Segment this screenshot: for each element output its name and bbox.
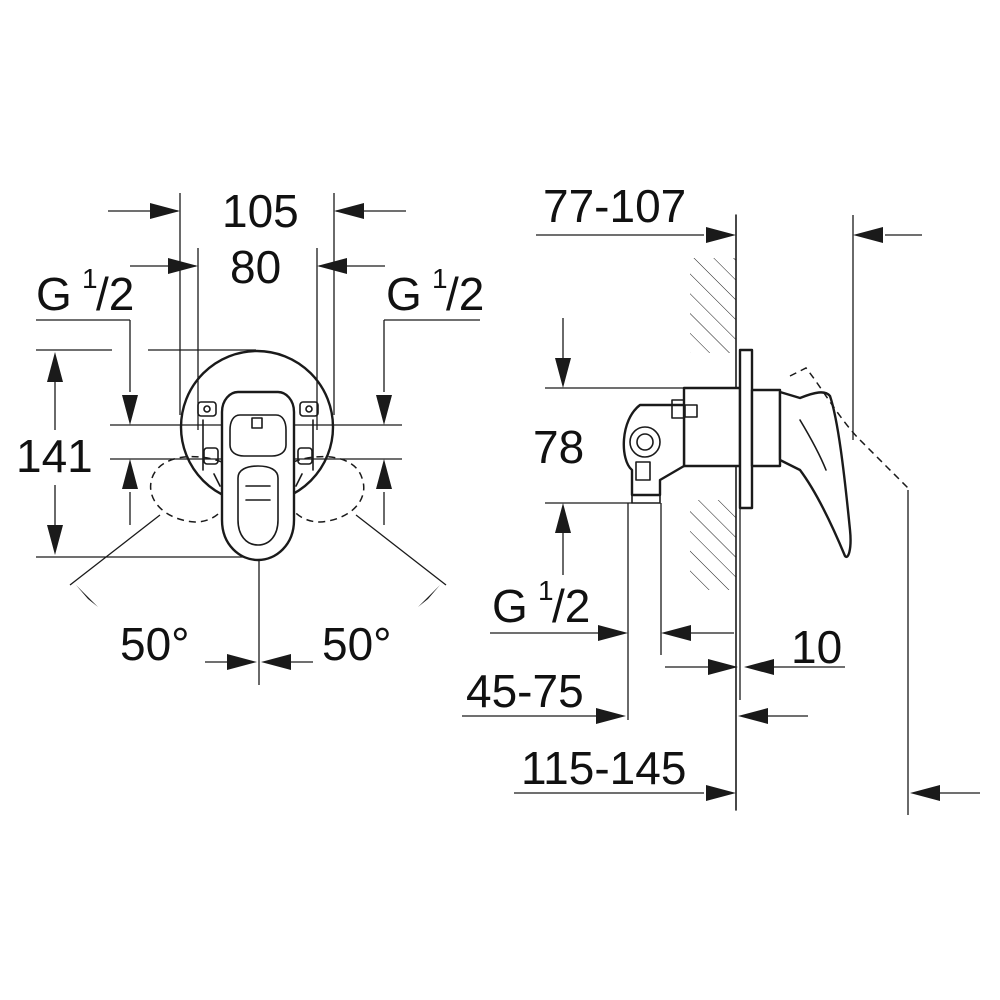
dimension-78-label: 78 xyxy=(533,421,584,473)
mounting-brackets xyxy=(197,401,319,487)
dimension-115-145-label: 115-145 xyxy=(521,742,686,794)
dimension-141-label: 141 xyxy=(16,430,93,482)
dimension-77-107: 77-107 xyxy=(536,180,922,440)
lever-handle xyxy=(220,390,296,562)
dimension-115-145: 115-145 xyxy=(514,742,980,801)
angle-left-label: 50° xyxy=(120,618,190,670)
dimension-45-75: 45-75 xyxy=(462,665,808,724)
side-view: 77-107 78 xyxy=(462,180,980,815)
inlet-pipe xyxy=(627,503,662,720)
handle-swing-right xyxy=(284,455,365,523)
dimension-10: 10 xyxy=(665,508,845,700)
angle-right-label: 50° xyxy=(322,618,392,670)
dimension-105: 105 xyxy=(108,185,406,415)
wall-section xyxy=(690,214,737,811)
lever-handle-side xyxy=(778,367,911,815)
dimension-45-75-label: 45-75 xyxy=(466,665,584,717)
dimension-105-label: 105 xyxy=(222,185,299,237)
dimension-141: 141 xyxy=(16,349,256,558)
angle-lines: 50° 50° xyxy=(69,514,447,685)
handle-swing-left xyxy=(149,455,231,523)
dimension-80-label: 80 xyxy=(230,241,281,293)
dimension-10-label: 10 xyxy=(791,621,842,673)
dimension-80: 80 xyxy=(130,241,385,430)
dimension-77-107-label: 77-107 xyxy=(543,180,686,232)
dimension-78: 78 xyxy=(533,318,690,575)
valve-body xyxy=(622,348,782,510)
